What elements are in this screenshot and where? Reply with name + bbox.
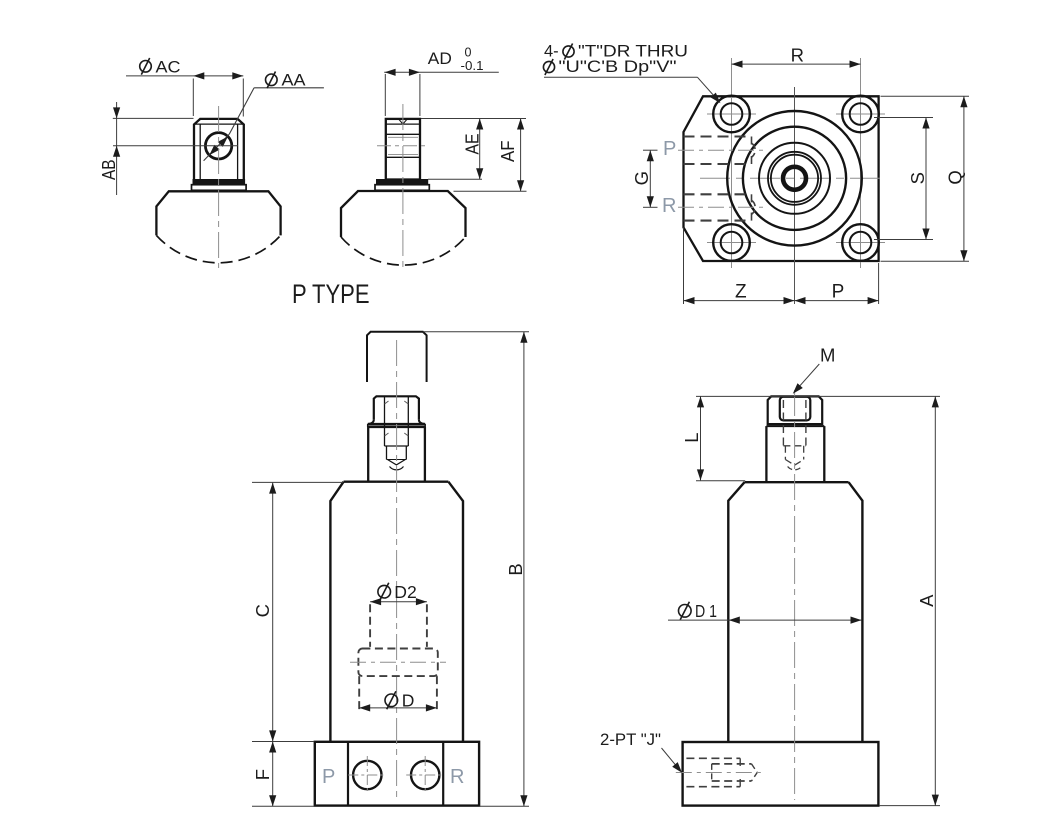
svg-text:P: P bbox=[663, 138, 676, 160]
svg-text:P: P bbox=[322, 766, 335, 788]
svg-text:F: F bbox=[252, 769, 273, 780]
svg-text:D: D bbox=[402, 690, 415, 710]
svg-text:AA: AA bbox=[282, 70, 307, 89]
svg-text:C: C bbox=[252, 604, 273, 617]
svg-text:M: M bbox=[820, 345, 835, 366]
svg-text:D 1: D 1 bbox=[695, 601, 717, 621]
svg-text:R: R bbox=[662, 195, 676, 217]
svg-text:A: A bbox=[916, 594, 937, 607]
svg-text:R: R bbox=[791, 44, 804, 65]
svg-text:P TYPE: P TYPE bbox=[292, 279, 370, 309]
svg-text:G: G bbox=[631, 171, 652, 185]
svg-text:4-: 4- bbox=[544, 43, 559, 61]
svg-text:0: 0 bbox=[465, 46, 472, 60]
svg-text:Z: Z bbox=[735, 282, 747, 303]
svg-text:B: B bbox=[505, 563, 526, 575]
svg-text:L: L bbox=[681, 432, 702, 442]
svg-text:2-PT "J": 2-PT "J" bbox=[600, 730, 661, 749]
svg-text:AD: AD bbox=[428, 49, 452, 68]
svg-text:AB: AB bbox=[98, 160, 119, 181]
svg-text:R: R bbox=[450, 766, 464, 788]
svg-text:"T"DR THRU: "T"DR THRU bbox=[578, 43, 688, 61]
svg-text:AC: AC bbox=[156, 58, 181, 77]
svg-text:"U"C'B Dp"V": "U"C'B Dp"V" bbox=[559, 58, 677, 76]
svg-text:AE: AE bbox=[461, 134, 482, 155]
svg-text:D2: D2 bbox=[394, 582, 417, 602]
svg-text:P: P bbox=[832, 282, 845, 303]
svg-text:Q: Q bbox=[945, 170, 966, 184]
svg-text:-0.1: -0.1 bbox=[461, 59, 484, 73]
svg-text:S: S bbox=[907, 172, 928, 184]
svg-text:AF: AF bbox=[497, 141, 518, 163]
